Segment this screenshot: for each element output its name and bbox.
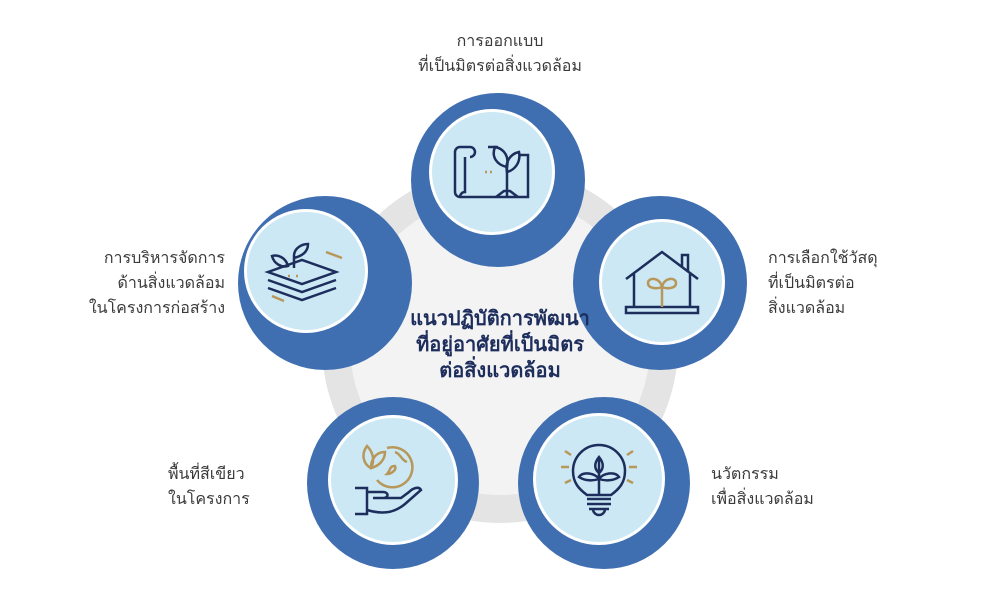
- hand-globe-icon: [355, 444, 423, 516]
- blueprint-plant-icon: [453, 145, 530, 199]
- management-node: [244, 209, 368, 333]
- label-green-space: พื้นที่สีเขียว ในโครงการ: [168, 461, 250, 511]
- label-management: การบริหารจัดการ ด้านสิ่งแวดล้อม ในโครงกา…: [40, 245, 225, 320]
- label-line: ในโครงการ: [168, 489, 250, 508]
- label-line: การออกแบบ: [456, 31, 544, 50]
- layers-sprout-icon: [264, 242, 343, 303]
- label-line: พื้นที่สีเขียว: [168, 464, 245, 483]
- lightbulb-plant-icon: [561, 443, 637, 517]
- label-line: ในโครงการก่อสร้าง: [88, 298, 225, 317]
- innovation-node: [533, 413, 665, 545]
- label-innovation: นวัตกรรม เพื่อสิ่งแวดล้อม: [711, 461, 814, 511]
- label-line: ที่เป็นมิตรต่อ: [768, 273, 855, 292]
- center-title: แนวปฏิบัติการพัฒนา ที่อยู่อาศัยที่เป็นมิ…: [350, 305, 650, 383]
- label-materials: การเลือกใช้วัสดุ ที่เป็นมิตรต่อ สิ่งแวดล…: [768, 245, 878, 320]
- label-line: เพื่อสิ่งแวดล้อม: [711, 489, 814, 508]
- center-title-line: ต่อสิ่งแวดล้อม: [439, 358, 561, 382]
- label-line: สิ่งแวดล้อม: [768, 298, 846, 317]
- center-title-line: แนวปฏิบัติการพัฒนา: [410, 306, 590, 330]
- label-line: ด้านสิ่งแวดล้อม: [117, 273, 225, 292]
- label-line: การเลือกใช้วัสดุ: [768, 248, 878, 267]
- center-title-line: ที่อยู่อาศัยที่เป็นมิตร: [416, 332, 584, 356]
- label-line: ที่เป็นมิตรต่อสิ่งแวดล้อม: [418, 56, 582, 75]
- label-line: การบริหารจัดการ: [103, 248, 225, 267]
- green-space-node: [328, 415, 458, 545]
- design-node: [429, 109, 555, 235]
- label-line: นวัตกรรม: [711, 464, 779, 483]
- materials-node: [599, 219, 725, 345]
- house-sprout-icon: [624, 250, 700, 315]
- label-design: การออกแบบ ที่เป็นมิตรต่อสิ่งแวดล้อม: [380, 28, 620, 78]
